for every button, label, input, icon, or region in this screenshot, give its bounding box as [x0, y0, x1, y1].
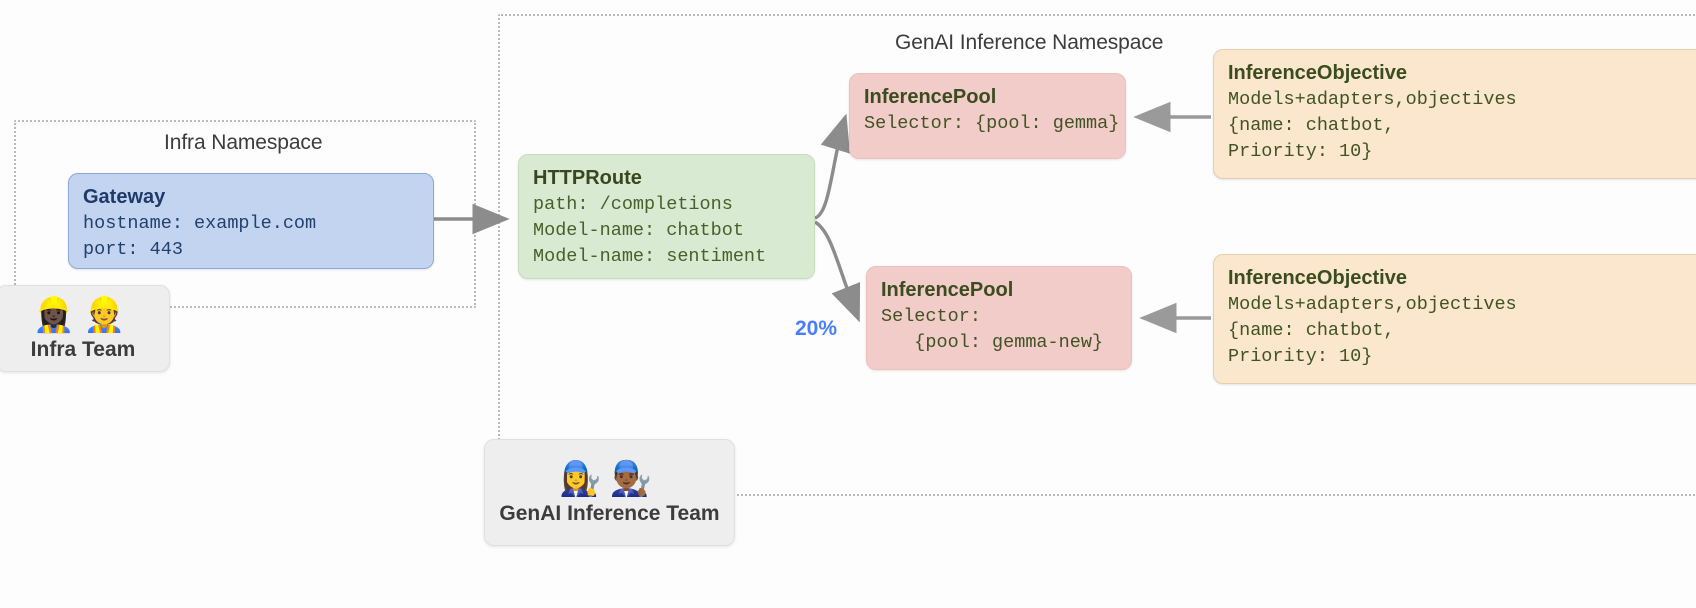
namespace-genai	[498, 14, 1696, 496]
card-inferencepool-gemma-new[interactable]: InferencePool Selector: {pool: gemma-new…	[866, 266, 1132, 370]
card-gateway-line-0: hostname: example.com	[83, 213, 317, 234]
card-inferenceobjective-bottom-line-0: Models+adapters,objectives	[1228, 294, 1517, 315]
construction-worker-icons: 👷🏿‍♀️👷	[32, 294, 134, 335]
card-inferenceobjective-bottom-line-1: {name: chatbot,	[1228, 320, 1395, 341]
team-chip-genai-label: GenAI Inference Team	[499, 501, 720, 525]
team-chip-infra[interactable]: 👷🏿‍♀️👷 Infra Team	[0, 285, 170, 372]
card-inferencepool-gemma-new-title: InferencePool	[881, 279, 1014, 301]
traffic-split-label: 20%	[795, 317, 838, 340]
team-chip-infra-label: Infra Team	[30, 337, 136, 361]
card-inferenceobjective-top[interactable]: InferenceObjective Models+adapters,objec…	[1213, 49, 1696, 179]
card-httproute-line-0: path: /completions	[533, 194, 733, 215]
card-inferenceobjective-bottom-line-2: Priority: 10}	[1228, 346, 1373, 367]
card-httproute-title: HTTPRoute	[533, 167, 642, 189]
card-inferenceobjective-top-line-2: Priority: 10}	[1228, 141, 1373, 162]
card-inferenceobjective-bottom-title: InferenceObjective	[1228, 267, 1407, 289]
namespace-infra-title: Infra Namespace	[164, 131, 323, 154]
card-httproute-line-2: Model-name: sentiment	[533, 246, 767, 267]
card-inferenceobjective-top-line-1: {name: chatbot,	[1228, 115, 1395, 136]
card-gateway-line-1: port: 443	[83, 239, 183, 260]
card-inferenceobjective-top-line-0: Models+adapters,objectives	[1228, 89, 1517, 110]
mechanic-icons: 👩‍🔧👨🏾‍🔧	[559, 458, 660, 499]
card-inferencepool-gemma-title: InferencePool	[864, 86, 997, 108]
card-inferencepool-gemma-new-line-1: {pool: gemma-new}	[881, 332, 1104, 353]
card-gateway[interactable]: Gateway hostname: example.com port: 443	[68, 173, 434, 269]
card-inferencepool-gemma-new-line-0: Selector:	[881, 306, 981, 327]
card-httproute[interactable]: HTTPRoute path: /completions Model-name:…	[518, 154, 815, 279]
namespace-genai-title: GenAI Inference Namespace	[895, 31, 1164, 54]
card-httproute-line-1: Model-name: chatbot	[533, 220, 744, 241]
card-gateway-title: Gateway	[83, 186, 166, 208]
card-inferencepool-gemma[interactable]: InferencePool Selector: {pool: gemma}	[849, 73, 1126, 159]
card-inferenceobjective-top-title: InferenceObjective	[1228, 62, 1407, 84]
team-chip-genai[interactable]: 👩‍🔧👨🏾‍🔧 GenAI Inference Team	[484, 439, 735, 546]
card-inferencepool-gemma-line-0: Selector: {pool: gemma}	[864, 113, 1120, 134]
card-inferenceobjective-bottom[interactable]: InferenceObjective Models+adapters,objec…	[1213, 254, 1696, 384]
